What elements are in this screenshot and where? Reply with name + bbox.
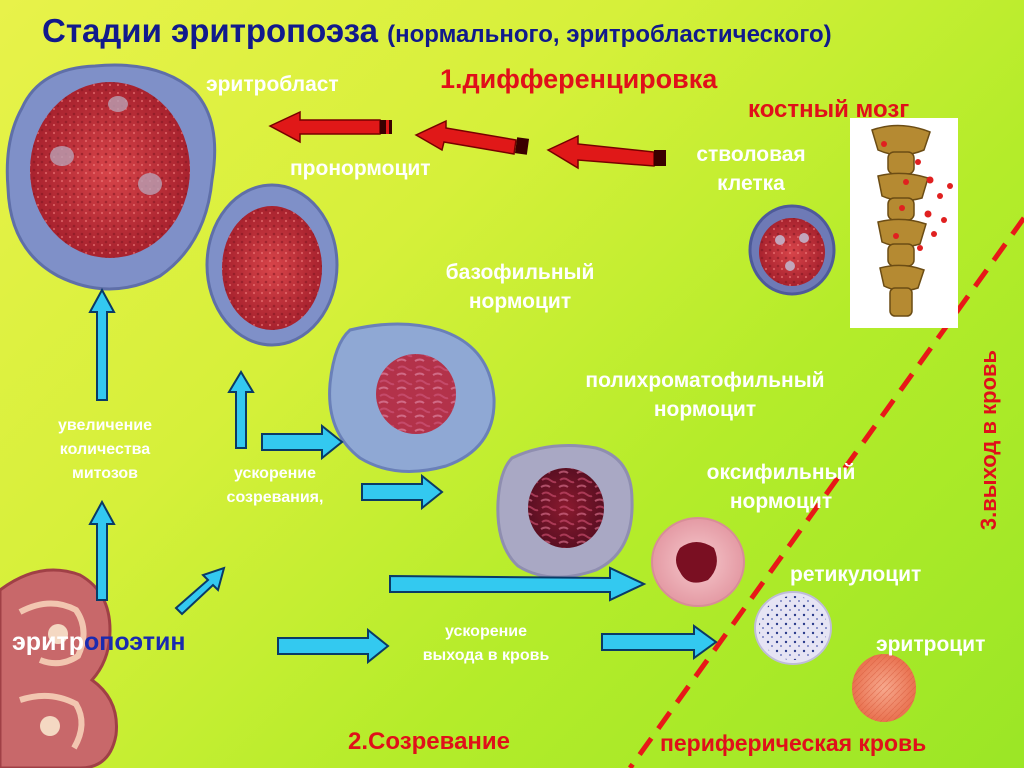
basophilic-normocyte-cell	[328, 322, 496, 473]
erythroblast-label: эритробласт	[206, 73, 339, 96]
up-arrow-erythroblast	[88, 287, 116, 401]
kidney-image	[0, 568, 118, 768]
stage-1-label: 1.дифференцировка	[440, 64, 718, 94]
stage-3-label: 3.выход в кровь	[976, 350, 1001, 530]
maturation-label: ускорение созревания,	[200, 462, 350, 510]
erythrocyte-cell	[852, 654, 916, 722]
peripheral-blood-label: периферическая кровь	[660, 730, 927, 756]
pronormocyte-cell	[205, 183, 339, 347]
effect-arrows	[88, 287, 718, 665]
up-arrow-kidney	[88, 499, 116, 601]
reticulocyte-label: ретикулоцит	[790, 563, 922, 586]
long-arrow-oxyphilic	[389, 566, 647, 602]
bone-marrow-image	[850, 118, 958, 328]
mitoses-label-line1: увеличение	[57, 417, 152, 434]
right-arrow-reticulocyte	[601, 624, 718, 660]
polychromatophilic-label-line2: нормоцит	[653, 398, 757, 421]
stem-cell	[748, 204, 836, 296]
basophilic-normocyte-label: базофильный нормоцит	[420, 258, 620, 316]
red-arrow-1	[268, 110, 392, 144]
erythropoietin-part2: опоэтин	[83, 628, 186, 656]
up-arrow-pronormocyte	[227, 370, 255, 449]
release-label-line1: ускорение	[444, 623, 528, 640]
release-label: ускорение выхода в кровь	[396, 620, 576, 668]
title-main: Стадии эритропоэза	[42, 12, 378, 49]
pronormocyte-label: пронормоцит	[290, 157, 431, 180]
right-arrow-basophilic	[261, 423, 344, 461]
erythropoietin-part1: эритр	[12, 628, 84, 656]
reticulocyte-cell	[754, 591, 832, 665]
red-arrow-3	[546, 134, 666, 170]
stem-cell-label-line1: стволовая	[696, 143, 806, 166]
erythrocyte-label: эритроцит	[876, 633, 986, 656]
stage-2-label: 2.Созревание	[348, 728, 511, 755]
polychromatophilic-normocyte-cell	[496, 444, 634, 579]
bloodstream-boundary-line	[627, 216, 1024, 768]
right-arrow-polychromatophilic	[361, 473, 444, 511]
polychromatophilic-label-line1: полихроматофильный	[585, 369, 825, 392]
bone-marrow-label: костный мозг	[748, 96, 910, 123]
erythropoietin-label: эритропоэтин	[12, 628, 185, 657]
polychromatophilic-normocyte-label: полихроматофильный нормоцит	[540, 366, 870, 424]
oxyphilic-label-line1: оксифильный	[706, 461, 856, 484]
basophilic-label-line2: нормоцит	[468, 290, 572, 313]
maturation-label-line2: созревания,	[226, 489, 324, 506]
red-arrow-2	[414, 119, 530, 155]
basophilic-label-line1: базофильный	[445, 261, 595, 284]
maturation-label-line1: ускорение	[233, 465, 317, 482]
release-label-line2: выхода в кровь	[422, 647, 550, 664]
title-subtitle: (нормального, эритробластического)	[387, 21, 832, 48]
oxyphilic-label-line2: нормоцит	[729, 490, 833, 513]
diagram-title: Стадии эритропоэза (нормального, эритроб…	[42, 12, 832, 50]
differentiation-arrows	[268, 110, 666, 170]
oxyphilic-normocyte-label: оксифильный нормоцит	[676, 458, 886, 516]
stem-cell-label: стволовая клетка	[676, 140, 826, 198]
diagonal-arrow	[174, 566, 226, 616]
oxyphilic-normocyte-cell	[651, 517, 745, 607]
right-arrow-hormone	[277, 627, 390, 665]
stem-cell-label-line2: клетка	[717, 172, 785, 195]
erythroblast-cell	[5, 63, 217, 291]
mitoses-label: увеличение количества митозов	[30, 414, 180, 486]
mitoses-label-line2: количества	[59, 441, 151, 458]
mitoses-label-line3: митозов	[71, 465, 139, 482]
